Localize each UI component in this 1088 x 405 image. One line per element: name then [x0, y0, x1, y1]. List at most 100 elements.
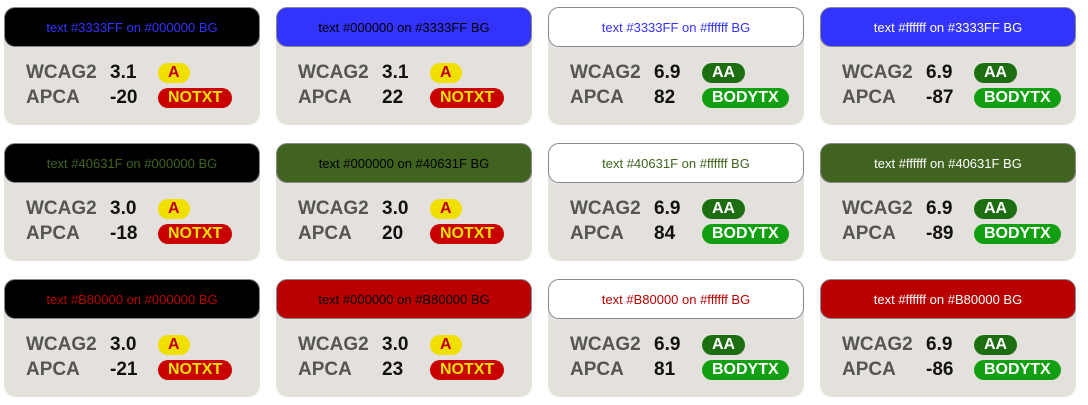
apca-value: 23 [382, 359, 404, 380]
color-swatch: text #B80000 on #ffffff BG [548, 279, 804, 319]
swatch-title: text #3333FF on #ffffff BG [601, 19, 751, 35]
wcag-value: 6.9 [654, 198, 681, 219]
wcag-badge: AA [702, 63, 746, 83]
contrast-card: text #40631F on #000000 BG WCAG2 3.0 A A… [4, 143, 260, 261]
wcag-label: WCAG2 [26, 198, 97, 219]
swatch-title: text #000000 on #40631F BG [318, 155, 490, 171]
apca-value: 81 [654, 359, 676, 380]
wcag-row: WCAG2 3.1 A [298, 62, 462, 84]
wcag-badge: A [158, 335, 190, 355]
wcag-value: 6.9 [654, 334, 681, 355]
apca-row: APCA -20 NOTXT [26, 87, 233, 109]
wcag-value: 6.9 [926, 62, 953, 83]
apca-badge: NOTXT [430, 224, 505, 244]
wcag-label: WCAG2 [842, 62, 913, 83]
apca-row: APCA 81 BODYTX [570, 359, 789, 381]
wcag-row: WCAG2 3.0 A [26, 198, 190, 220]
apca-row: APCA -89 BODYTX [842, 223, 1061, 245]
color-swatch: text #ffffff on #B80000 BG [820, 279, 1076, 319]
apca-badge: BODYTX [974, 360, 1061, 380]
apca-badge: NOTXT [158, 360, 233, 380]
swatch-title: text #40631F on #ffffff BG [602, 155, 750, 171]
apca-value: 82 [654, 87, 676, 108]
apca-badge: NOTXT [430, 360, 505, 380]
apca-badge: NOTXT [158, 88, 233, 108]
apca-value: -87 [926, 87, 954, 108]
apca-row: APCA -18 NOTXT [26, 223, 233, 245]
apca-row: APCA 82 BODYTX [570, 87, 789, 109]
apca-row: APCA -87 BODYTX [842, 87, 1061, 109]
apca-value: 84 [654, 223, 676, 244]
apca-label: APCA [570, 223, 624, 244]
wcag-badge: A [158, 63, 190, 83]
apca-label: APCA [570, 359, 624, 380]
apca-value: -18 [110, 223, 138, 244]
swatch-title: text #B80000 on #ffffff BG [601, 291, 751, 307]
swatch-title: text #ffffff on #B80000 BG [873, 291, 1023, 307]
wcag-row: WCAG2 3.0 A [298, 198, 462, 220]
wcag-badge: A [430, 335, 462, 355]
swatch-title: text #40631F on #000000 BG [46, 155, 218, 171]
apca-row: APCA 22 NOTXT [298, 87, 505, 109]
apca-value: 20 [382, 223, 404, 244]
wcag-value: 3.0 [382, 334, 409, 355]
apca-badge: BODYTX [974, 88, 1061, 108]
color-swatch: text #ffffff on #3333FF BG [820, 7, 1076, 47]
apca-label: APCA [298, 359, 352, 380]
apca-badge: BODYTX [702, 224, 789, 244]
wcag-row: WCAG2 6.9 AA [842, 198, 1018, 220]
apca-label: APCA [842, 359, 896, 380]
apca-value: -20 [110, 87, 138, 108]
apca-row: APCA 20 NOTXT [298, 223, 505, 245]
wcag-value: 6.9 [926, 334, 953, 355]
apca-value: -86 [926, 359, 954, 380]
wcag-row: WCAG2 6.9 AA [842, 62, 1018, 84]
wcag-value: 3.1 [110, 62, 137, 83]
swatch-title: text #ffffff on #3333FF BG [873, 19, 1023, 35]
color-swatch: text #40631F on #ffffff BG [548, 143, 804, 183]
apca-badge: BODYTX [974, 224, 1061, 244]
color-swatch: text #3333FF on #000000 BG [4, 7, 260, 47]
wcag-value: 3.0 [110, 198, 137, 219]
apca-label: APCA [26, 87, 80, 108]
wcag-label: WCAG2 [298, 198, 369, 219]
contrast-card: text #ffffff on #B80000 BG WCAG2 6.9 AA … [820, 279, 1076, 397]
color-swatch: text #ffffff on #40631F BG [820, 143, 1076, 183]
apca-label: APCA [842, 223, 896, 244]
wcag-row: WCAG2 6.9 AA [570, 62, 746, 84]
swatch-title: text #000000 on #B80000 BG [318, 291, 490, 307]
swatch-title: text #ffffff on #40631F BG [874, 155, 1022, 171]
color-swatch: text #B80000 on #000000 BG [4, 279, 260, 319]
apca-badge: NOTXT [158, 224, 233, 244]
wcag-row: WCAG2 3.0 A [298, 334, 462, 356]
wcag-label: WCAG2 [570, 62, 641, 83]
wcag-value: 6.9 [926, 198, 953, 219]
wcag-badge: A [430, 63, 462, 83]
contrast-card: text #000000 on #3333FF BG WCAG2 3.1 A A… [276, 7, 532, 125]
wcag-badge: AA [974, 199, 1018, 219]
apca-label: APCA [842, 87, 896, 108]
color-swatch: text #3333FF on #ffffff BG [548, 7, 804, 47]
apca-row: APCA -21 NOTXT [26, 359, 233, 381]
wcag-row: WCAG2 6.9 AA [842, 334, 1018, 356]
swatch-title: text #3333FF on #000000 BG [46, 19, 218, 35]
apca-value: 22 [382, 87, 404, 108]
wcag-label: WCAG2 [26, 62, 97, 83]
apca-label: APCA [26, 223, 80, 244]
contrast-card: text #3333FF on #000000 BG WCAG2 3.1 A A… [4, 7, 260, 125]
apca-label: APCA [298, 87, 352, 108]
contrast-card: text #B80000 on #000000 BG WCAG2 3.0 A A… [4, 279, 260, 397]
contrast-card: text #ffffff on #40631F BG WCAG2 6.9 AA … [820, 143, 1076, 261]
apca-row: APCA 23 NOTXT [298, 359, 505, 381]
apca-row: APCA 84 BODYTX [570, 223, 789, 245]
wcag-badge: AA [702, 199, 746, 219]
wcag-label: WCAG2 [842, 198, 913, 219]
wcag-badge: AA [974, 63, 1018, 83]
wcag-label: WCAG2 [570, 334, 641, 355]
apca-label: APCA [570, 87, 624, 108]
apca-badge: BODYTX [702, 360, 789, 380]
apca-value: -89 [926, 223, 954, 244]
apca-badge: BODYTX [702, 88, 789, 108]
contrast-card: text #000000 on #40631F BG WCAG2 3.0 A A… [276, 143, 532, 261]
